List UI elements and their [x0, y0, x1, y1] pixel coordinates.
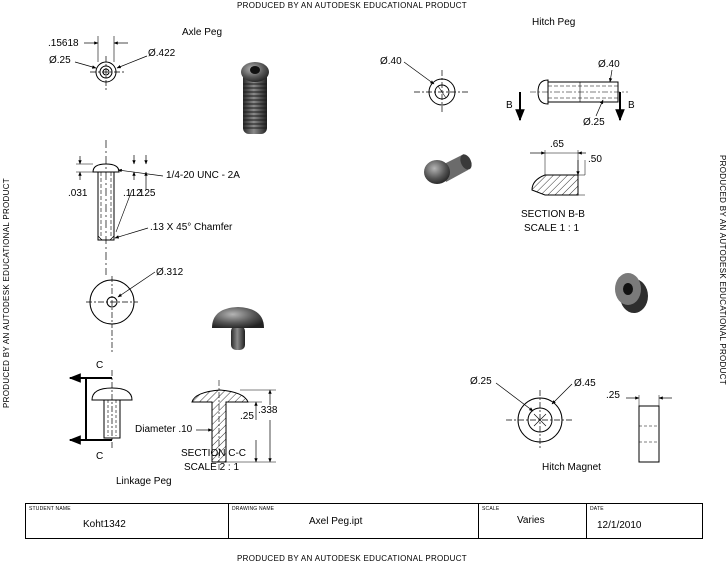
- axle-peg-render: [241, 62, 269, 134]
- section-b-b-drawing: [530, 150, 586, 196]
- hitch-magnet-top-view: [495, 382, 574, 450]
- hitch-peg-title: Hitch Peg: [532, 17, 576, 28]
- date-cell: DATE 12/1/2010: [587, 504, 702, 538]
- axle-peg-thread: 1/4-20 UNC - 2A: [166, 170, 240, 181]
- student-name-value: Koht1342: [83, 519, 126, 530]
- hitch-magnet-render: [615, 273, 648, 313]
- axle-peg-dim-112: .112: [123, 188, 142, 199]
- watermark-bottom: PRODUCED BY AN AUTODESK EDUCATIONAL PROD…: [237, 554, 467, 563]
- linkage-peg-title: Linkage Peg: [116, 476, 172, 487]
- hitch-peg-render: [424, 154, 472, 184]
- axle-peg-dia-large: Ø.422: [148, 48, 176, 59]
- hitch-peg-dim-65: .65: [550, 139, 564, 150]
- linkage-peg-diameter-label: Diameter .10: [135, 424, 193, 435]
- linkage-peg-dia: Ø.312: [156, 267, 184, 278]
- hitch-peg-dia-bottom: Ø.25: [583, 117, 605, 128]
- hitch-magnet-dia-outer: Ø.45: [574, 378, 596, 389]
- hitch-magnet-title: Hitch Magnet: [542, 462, 601, 473]
- section-b-b-title: SECTION B-B: [521, 209, 585, 220]
- student-name-label: STUDENT NAME: [29, 506, 71, 512]
- hitch-magnet-side-view: [626, 395, 672, 463]
- scale-label: SCALE: [482, 506, 500, 512]
- hitch-peg-side-view: [515, 69, 628, 122]
- hitch-magnet-dim-25: .25: [606, 390, 620, 401]
- date-value: 12/1/2010: [597, 520, 642, 531]
- hitch-peg-section-marker-right: B: [628, 100, 635, 111]
- axle-peg-side-view: [76, 140, 164, 275]
- watermark-top: PRODUCED BY AN AUTODESK EDUCATIONAL PROD…: [237, 1, 467, 10]
- section-c-c-drawing: [191, 380, 276, 470]
- linkage-peg-side-view: [68, 370, 133, 450]
- axle-peg-dia-small: Ø.25: [49, 55, 71, 66]
- hitch-peg-top-view: [403, 61, 470, 114]
- drawing-name-value: Axel Peg.ipt: [309, 516, 363, 527]
- title-block: STUDENT NAME Koht1342 DRAWING NAME Axel …: [25, 503, 703, 539]
- linkage-peg-section-marker-bottom: C: [96, 451, 104, 462]
- drawing-name-label: DRAWING NAME: [232, 506, 275, 512]
- linkage-peg-render: [212, 307, 264, 350]
- drawing-name-cell: DRAWING NAME Axel Peg.ipt: [229, 504, 479, 538]
- hitch-peg-dim-50: .50: [588, 154, 602, 165]
- axle-peg-top-view: [74, 36, 148, 90]
- axle-peg-chamfer: .13 X 45° Chamfer: [150, 222, 233, 233]
- section-c-c-title: SECTION C-C: [181, 448, 246, 459]
- hitch-peg-section-marker-left: B: [506, 100, 513, 111]
- hitch-magnet-dia-inner: Ø.25: [470, 376, 492, 387]
- section-c-c-scale: SCALE 2 : 1: [184, 462, 240, 473]
- axle-peg-dim-031: .031: [68, 188, 88, 199]
- axle-peg-title: Axle Peg: [182, 27, 223, 38]
- scale-cell: SCALE Varies: [479, 504, 587, 538]
- hitch-peg-dia-left: Ø.40: [380, 56, 402, 67]
- linkage-peg-dim-338: .338: [258, 405, 278, 416]
- student-name-cell: STUDENT NAME Koht1342: [26, 504, 229, 538]
- linkage-peg-dim-25: .25: [240, 411, 254, 422]
- linkage-peg-section-marker-top: C: [96, 360, 104, 371]
- axle-peg-dim-offset: .15618: [48, 38, 79, 49]
- date-label: DATE: [590, 506, 604, 512]
- scale-value: Varies: [517, 515, 545, 526]
- linkage-peg-top-view: [86, 271, 156, 352]
- section-b-b-scale: SCALE 1 : 1: [524, 223, 580, 234]
- hitch-peg-dia-right: Ø.40: [598, 59, 620, 70]
- axle-peg-dim-125: .125: [136, 188, 156, 199]
